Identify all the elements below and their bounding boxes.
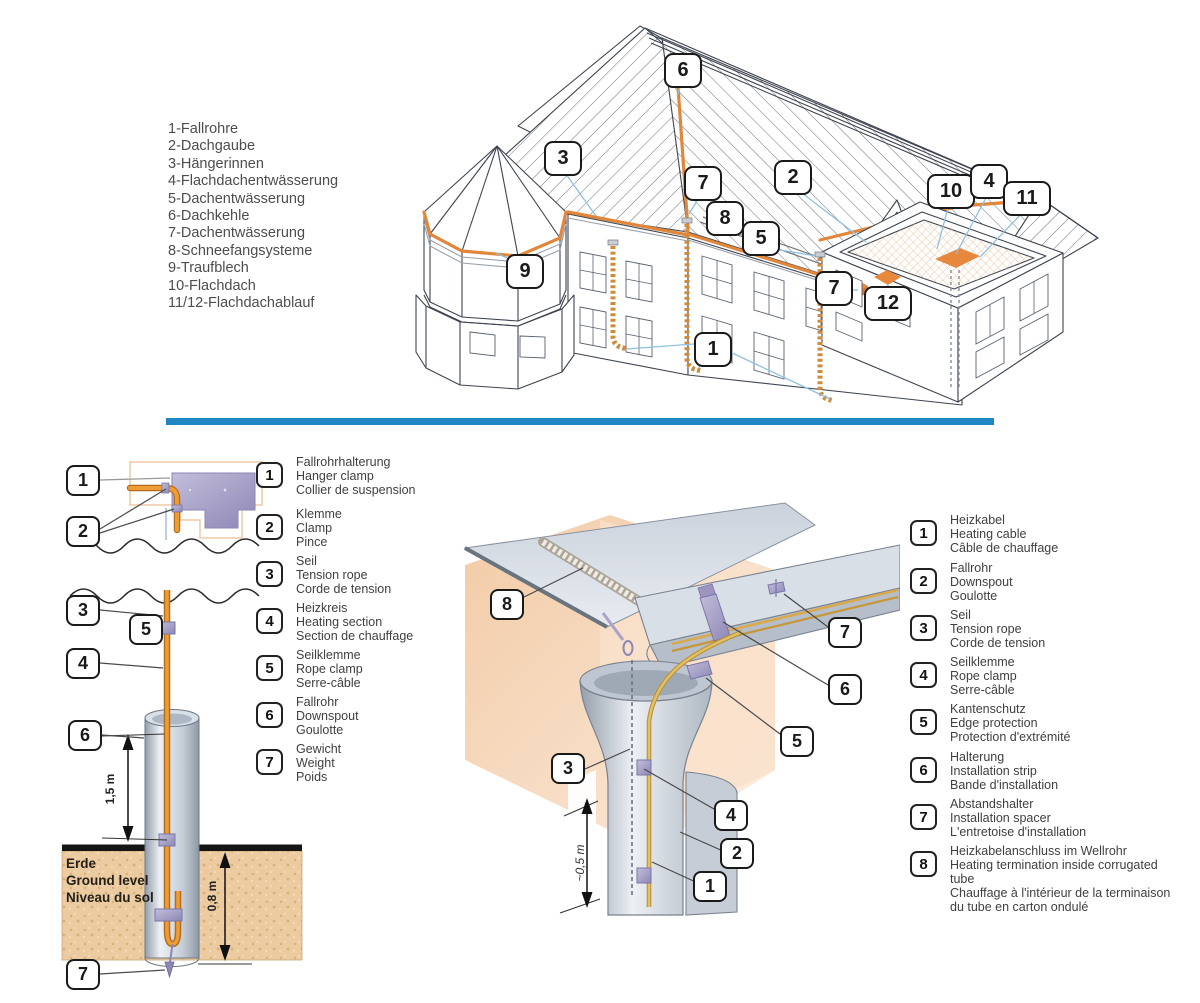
roof-legend-line: 5-Dachentwässerung — [168, 190, 306, 207]
house-callout-6: 6 — [664, 53, 702, 88]
legend-num: 5 — [256, 655, 283, 681]
roof-panel — [463, 502, 816, 629]
house-callout-11: 11 — [1003, 181, 1051, 216]
legend-num: 6 — [910, 757, 937, 783]
roof-legend-line: 6-Dachkehle — [168, 208, 250, 225]
measure-0-5m — [559, 798, 601, 914]
legend-num: 1 — [910, 520, 937, 546]
downspout-callout-2: 2 — [66, 516, 100, 547]
heating-cable — [154, 590, 183, 979]
hanger-clamp-detail — [126, 461, 263, 540]
roof-legend-line: 9-Traufblech — [168, 260, 249, 277]
house-illustration — [415, 25, 1099, 406]
roof-legend-line: 2-Dachgaube — [168, 138, 256, 155]
legend-num: 4 — [910, 662, 937, 688]
legend-num: 5 — [910, 709, 937, 735]
measure-0-8m — [198, 852, 252, 965]
downspout-callout-7: 7 — [66, 959, 100, 990]
downspouts — [607, 217, 702, 374]
edge-protection — [686, 660, 713, 680]
house-callout-8: 8 — [706, 201, 744, 236]
house-callout-12: 12 — [864, 286, 912, 321]
roof-legend-line: 8-Schneefangsysteme — [168, 242, 313, 259]
turret — [415, 145, 575, 390]
downspout-callout-1: 1 — [66, 465, 100, 496]
turret-eave-heating — [422, 210, 568, 258]
roof-legend-line: 11/12-Flachdachablauf — [168, 295, 315, 312]
roof-legend-line: 10-Flachdach — [168, 277, 256, 294]
house-callout-1: 1 — [694, 332, 732, 367]
gutter-callout-5: 5 — [780, 726, 814, 757]
legend-num: 8 — [910, 851, 937, 877]
house-callout-7b: 7 — [815, 271, 853, 306]
house-callout-5: 5 — [742, 221, 780, 256]
legend-num: 2 — [256, 514, 283, 540]
ground-level-label: Erde Ground level Niveau du sol — [66, 856, 154, 905]
funnel — [579, 660, 713, 916]
roof-drain-patch — [935, 248, 980, 268]
internal-drain-pipe — [950, 270, 960, 390]
house-callout-10: 10 — [927, 174, 975, 209]
funnel-heating-cable — [636, 629, 743, 907]
house-callout-3: 3 — [544, 141, 582, 176]
gutter — [634, 544, 900, 669]
hook-strap — [601, 612, 634, 656]
downspout-callout-3: 3 — [66, 595, 100, 626]
measure-label-0-8m: 0,8 m — [205, 880, 219, 912]
gutter-callout-2: 2 — [720, 838, 754, 869]
gutter-leader-lines — [523, 567, 829, 885]
roof-legend-line: 3-Hängerinnen — [168, 155, 264, 172]
downspout-callout-6: 6 — [68, 720, 102, 751]
weight — [164, 961, 175, 979]
roof-legend-line: 7-Dachentwässerung — [168, 225, 306, 242]
measure-label-0-5m: ~0,5 m — [573, 844, 587, 882]
gutter-callout-1: 1 — [693, 871, 727, 902]
house-callout-9: 9 — [506, 254, 544, 289]
gutter-callout-6: 6 — [828, 674, 862, 705]
legend-num: 7 — [256, 749, 283, 775]
gutter-callout-8: 8 — [490, 589, 524, 620]
house-leader-lines — [495, 83, 1025, 400]
house-callout-2: 2 — [774, 160, 812, 195]
roof-drain-patch — [874, 270, 901, 285]
downspout-callout-4: 4 — [66, 648, 100, 679]
downspout-diagram — [61, 461, 303, 979]
left-wing-wall — [567, 213, 689, 376]
gutter-callout-3: 3 — [551, 753, 585, 784]
legend-num: 2 — [910, 568, 937, 594]
legend-num: 3 — [256, 561, 283, 587]
roof-legend-line: 4-Flachdachentwässerung — [168, 173, 339, 190]
legend-num: 4 — [256, 608, 283, 634]
roof-legend-line: 1-Fallrohre — [168, 121, 239, 137]
section-divider — [166, 418, 994, 425]
legend-num: 7 — [910, 804, 937, 830]
legend-num: 1 — [256, 462, 283, 488]
legend-num: 6 — [256, 702, 283, 728]
gutter-callout-7: 7 — [828, 617, 862, 648]
legend-num: 3 — [910, 615, 937, 641]
gutter-callout-4: 4 — [714, 800, 748, 831]
roof-legend: 1-Fallrohre 2-Dachgaube 3-Hängerinnen 4-… — [168, 121, 338, 312]
gutter-diagram — [463, 502, 900, 922]
downspout-callout-5: 5 — [129, 614, 163, 645]
measure-label-1-5m: 1,5 m — [103, 773, 117, 805]
house-callout-7: 7 — [684, 166, 722, 201]
break-line — [69, 538, 260, 554]
